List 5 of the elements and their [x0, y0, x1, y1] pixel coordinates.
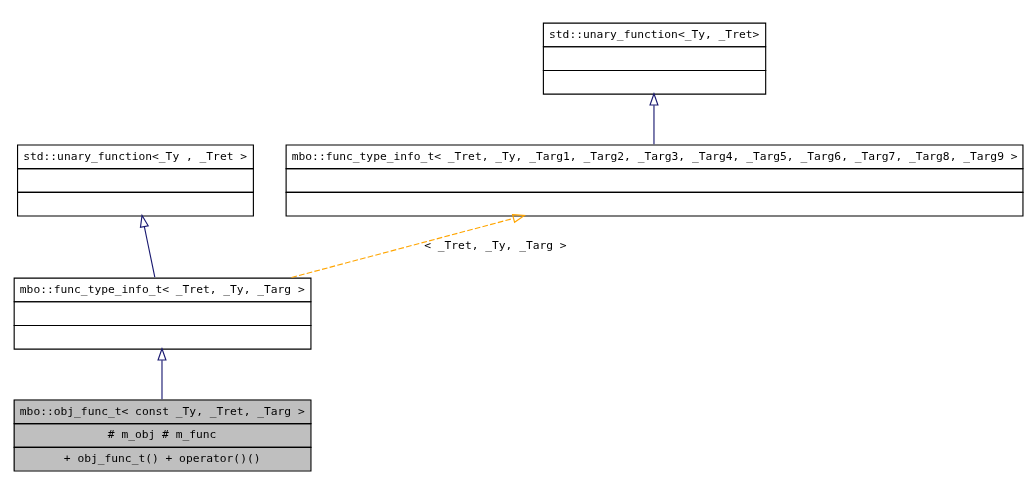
arrow: [649, 91, 659, 145]
arrow: [291, 213, 527, 278]
arrow: [139, 213, 156, 278]
arrow: [157, 346, 167, 400]
edge-label: < _Tret, _Ty, _Targ >: [424, 238, 567, 252]
